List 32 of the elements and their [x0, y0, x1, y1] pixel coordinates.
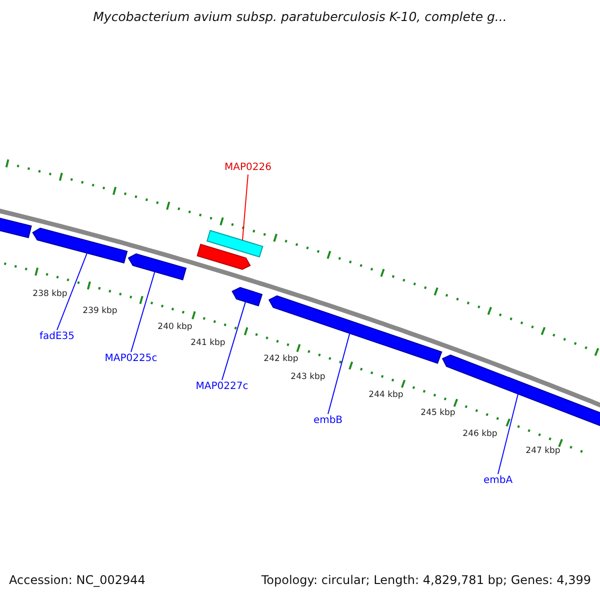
scale-label: 247 kbp	[526, 447, 560, 457]
gene-label: MAP0226	[224, 162, 272, 174]
title-text: Mycobacterium avium subsp. paratuberculosis K-10, complete g...	[93, 10, 507, 24]
footer-text: Topology: circular; Length: 4,829,781 bp; Genes: 4,399	[261, 574, 591, 588]
gene-feature	[0, 216, 32, 238]
gene-feature	[32, 228, 128, 264]
gene-label: MAP0227c	[196, 381, 248, 392]
scale-label: 240 kbp	[158, 323, 192, 333]
leader-line	[56, 252, 88, 330]
leader-line	[130, 271, 156, 352]
leader-line	[498, 392, 519, 474]
scale-label: 246 kbp	[462, 430, 498, 440]
scale-label: 238 kbp	[32, 290, 68, 300]
leader-line	[222, 301, 246, 380]
scale-label: 244 kbp	[368, 391, 404, 401]
scale-label: 242 kbp	[264, 355, 298, 365]
scale-label: 245 kbp	[420, 409, 456, 419]
gene-label: MAP0225c	[104, 353, 158, 364]
gene-label: embB	[313, 415, 343, 426]
footer-text: Accession: NC_002944	[9, 574, 146, 588]
gene-feature	[232, 286, 263, 306]
gene-label: fadE35	[39, 331, 75, 342]
leader-line	[328, 332, 350, 414]
leader-line	[242, 174, 248, 241]
gene-feature	[128, 253, 187, 280]
gene-feature	[196, 244, 251, 270]
gene-label: embA	[483, 475, 513, 486]
gene-feature	[442, 354, 600, 428]
feature-bar	[206, 230, 264, 258]
scale-label: 243 kbp	[290, 373, 326, 383]
scale-label: 241 kbp	[190, 339, 226, 349]
scale-label: 239 kbp	[82, 307, 118, 317]
